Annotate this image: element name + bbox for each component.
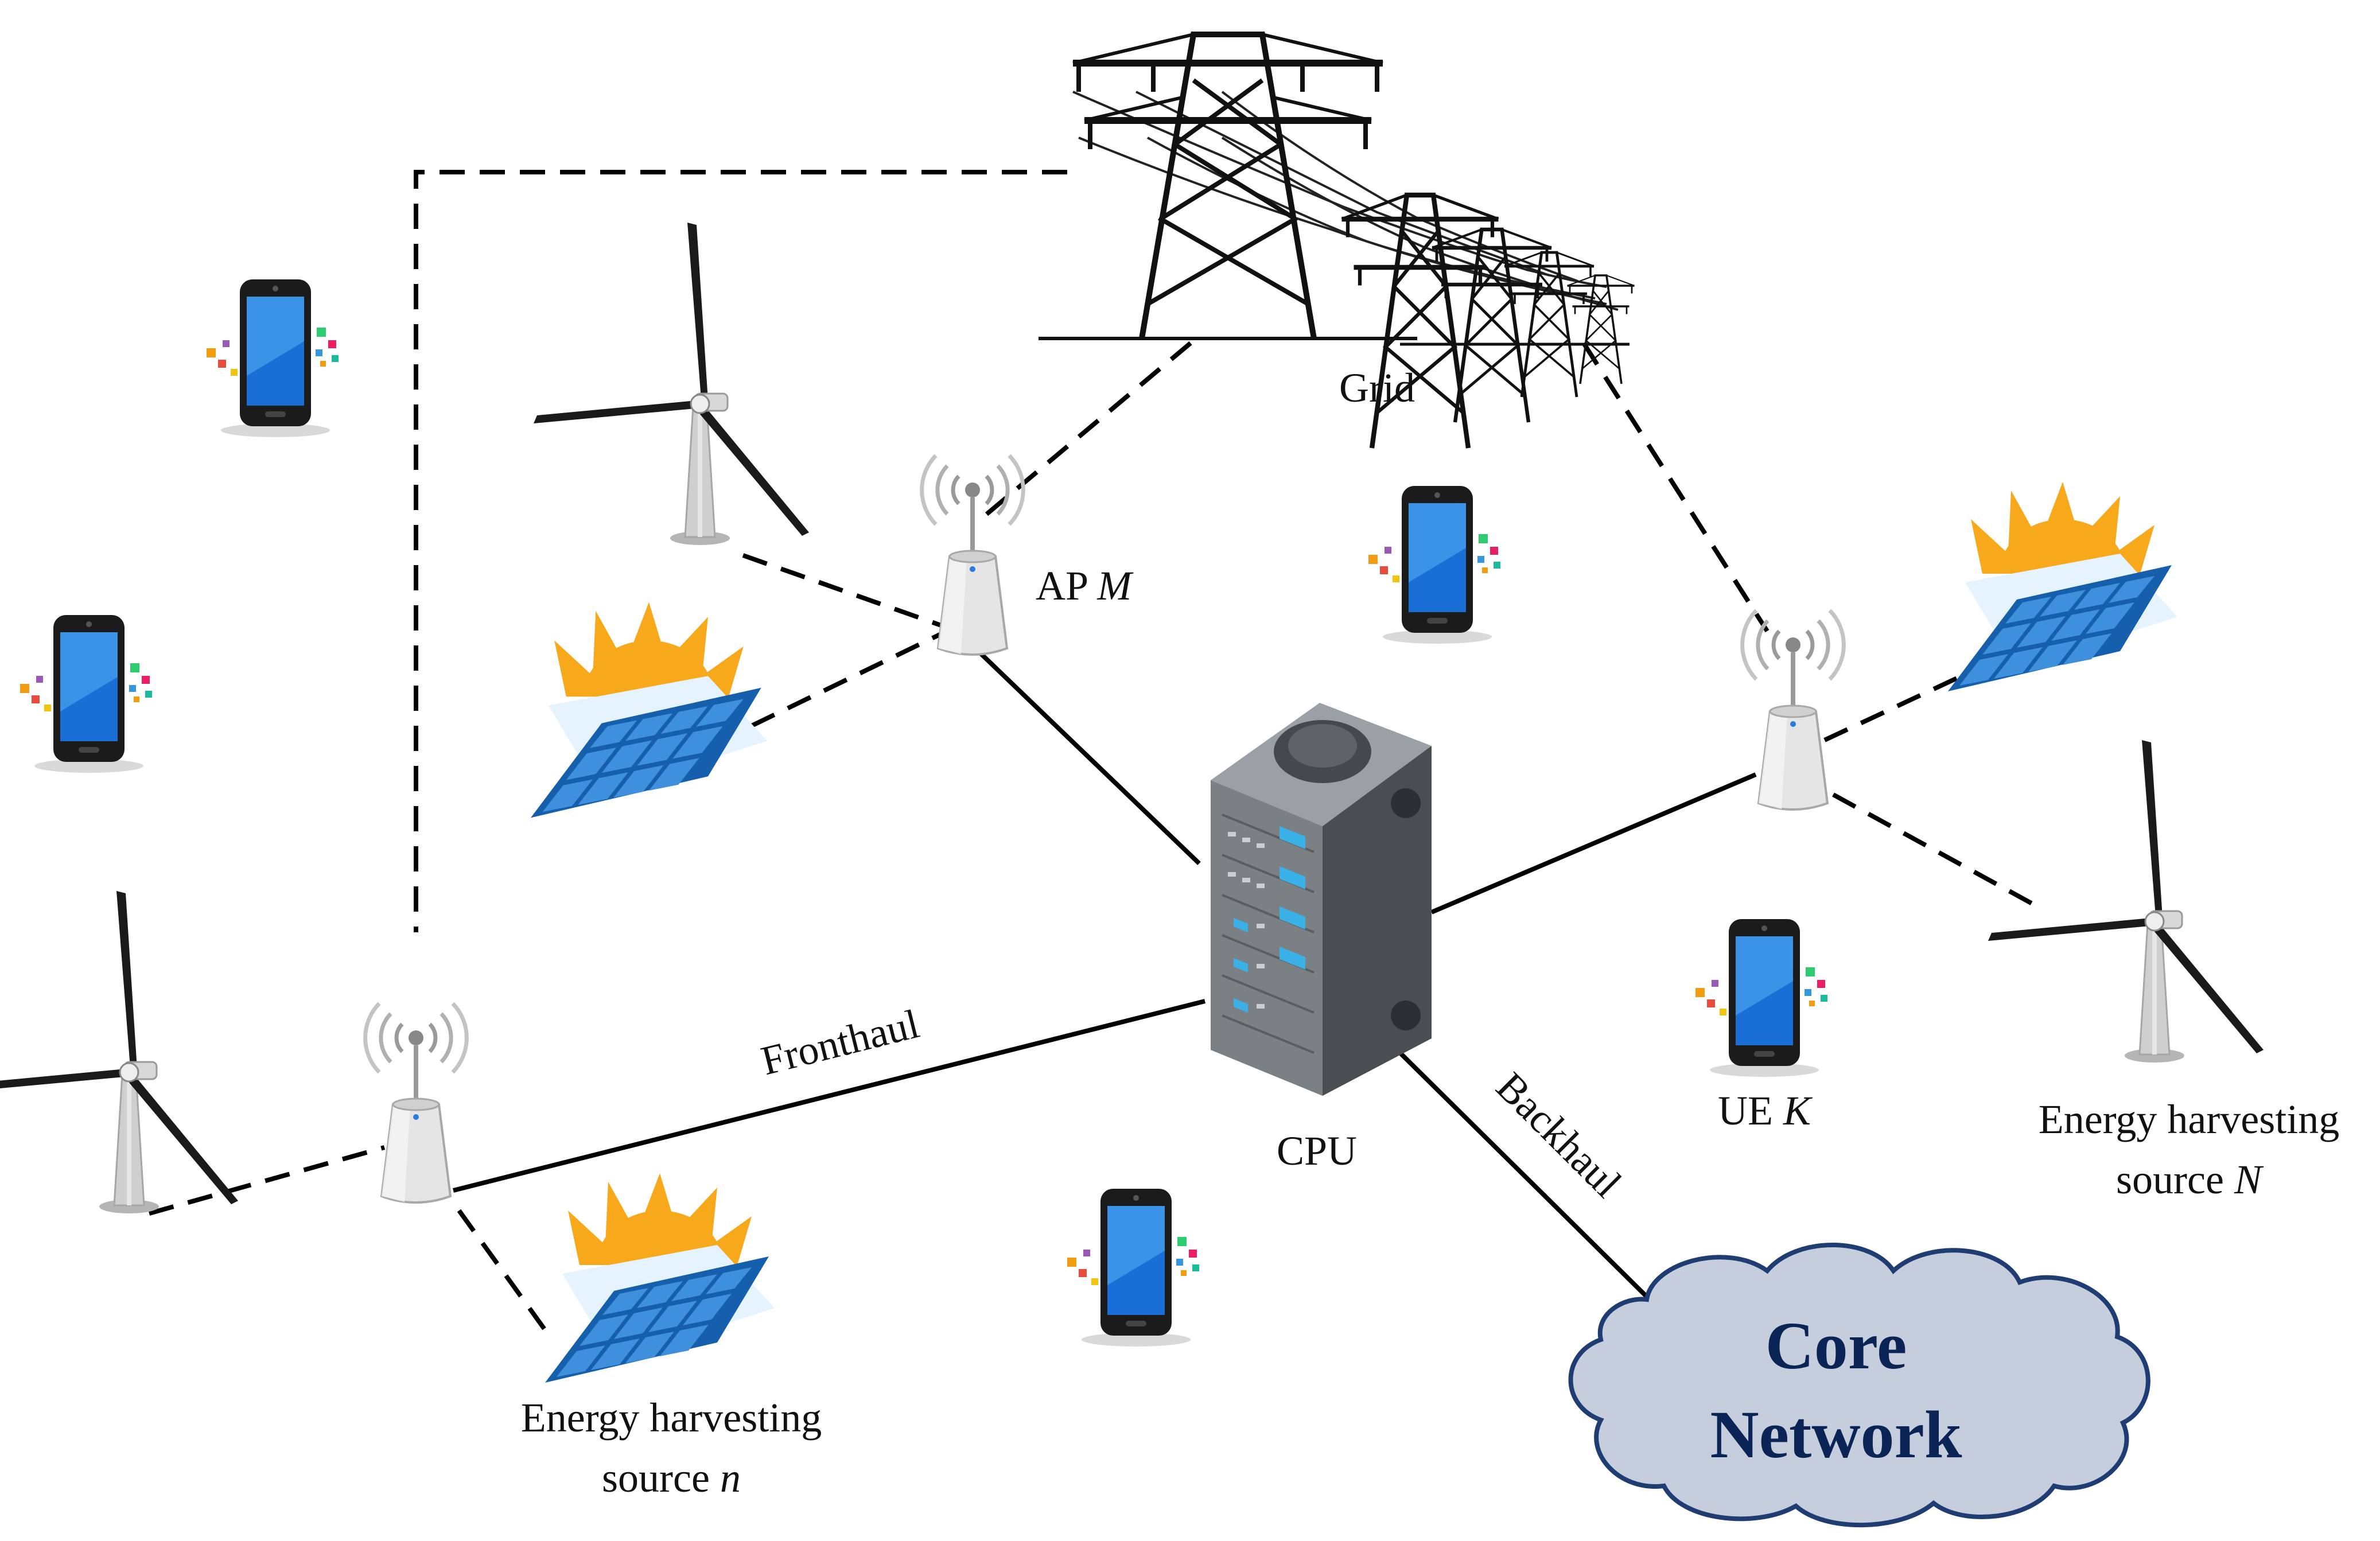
ap-m-label-prefix: AP [1036,563,1097,609]
smartphone-icon-top-left [207,279,339,437]
left-ap-to-solar-link [457,1209,550,1336]
solar-panel-icon-right [1948,482,2177,691]
power-grid-towers-icon [1039,32,1636,448]
ap-m-label-italic: M [1096,563,1134,609]
ue-k-label-prefix: UE [1718,1088,1783,1134]
grid-to-ap-m-link [982,341,1192,519]
ehs-n-label-prefix: source [602,1455,720,1501]
ap-m-to-cpu-fronthaul [977,649,1201,865]
ehs-N-label-line1: Energy harvesting [2039,1096,2340,1142]
server-icon [1211,703,1432,1096]
smartphone-icon-bottom [1067,1189,1199,1347]
left-ap-to-turbine-link [148,1145,386,1216]
turbine-to-ap-m-link [742,553,942,628]
cpu-to-right-ap-fronthaul [1430,772,1757,915]
solar-panel-icon-bottom [545,1173,775,1383]
grid-to-left-ap-link [414,170,1067,932]
solar-panel-icon-left [531,602,767,818]
smartphone-icon-left [20,615,152,773]
left-ap-to-cpu-fronthaul [453,999,1205,1193]
backhaul-label: Backhaul [1488,1064,1631,1207]
core-network-label-line2: Network [1710,1397,1962,1472]
solid-fronthaul-links [453,649,1757,1304]
ehs-N-label-italic: N [2234,1157,2264,1203]
smartphone-icon-ue-k [1695,919,1827,1077]
wind-turbine-icon-left [0,890,239,1215]
cloud-icon [1568,1243,2150,1528]
ue-k-label: UE K [1718,1088,1813,1134]
ehs-n-label-line1: Energy harvesting [521,1395,822,1441]
core-network-label-line1: Core [1765,1308,1907,1383]
ap-m-label: AP M [1036,563,1134,609]
wind-turbine-icon-top [532,221,810,546]
cpu-to-core-backhaul [1398,1051,1654,1304]
ehs-n-label-line2: source n [602,1455,741,1501]
ehs-N-label-prefix: source [2116,1157,2234,1203]
cpu-label: CPU [1277,1128,1357,1174]
ue-k-label-italic: K [1783,1088,1813,1134]
smartphone-icon-center [1368,486,1500,644]
right-ap-to-turbine-link [1832,792,2044,912]
ehs-N-label-line2: source N [2116,1157,2264,1203]
ehs-n-label-italic: n [720,1455,741,1501]
access-point-icon-right [1743,610,1844,810]
grid-to-right-ap-link [1581,341,1770,633]
fronthaul-label: Fronthaul [757,1001,924,1084]
grid-label: Grid [1339,365,1415,411]
solar-to-ap-m-link [750,632,942,728]
access-point-icon-left [365,1003,467,1203]
